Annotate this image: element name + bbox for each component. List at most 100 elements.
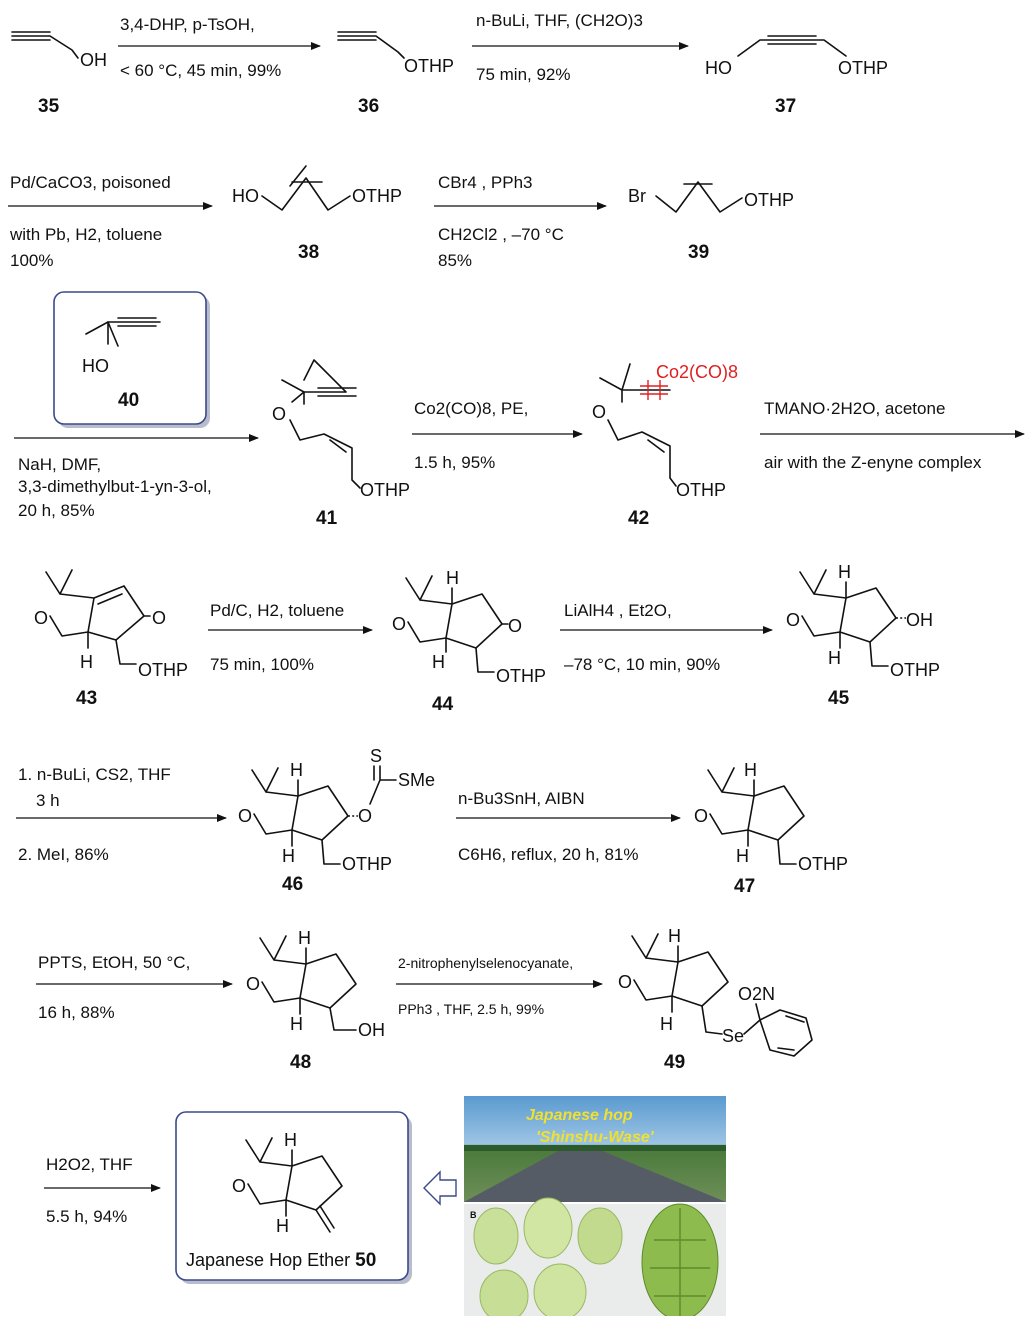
c44-o: O [392,614,406,634]
c38-number: 38 [298,242,319,263]
compound-46: H O O S SMe H OTHP 46 [238,746,435,895]
c48-h-top: H [298,928,311,948]
c46-o: O [238,806,252,826]
s6-below: 1.5 h, 95% [414,453,495,472]
compound-36: OTHP 36 [337,31,454,117]
c41-o: O [272,404,286,424]
c36-othp: OTHP [404,56,454,76]
s10-below: 2. MeI, 86% [18,845,109,864]
c50-caption: Japanese Hop Ether 50 [186,1250,376,1271]
c43-number: 43 [76,688,97,709]
compound-41: O OTHP 41 [272,359,410,529]
s11-above: n-Bu3SnH, AIBN [458,789,585,808]
c37-number: 37 [775,96,796,117]
c47-othp: OTHP [798,854,848,874]
c44-number: 44 [432,694,454,715]
c46-othp: OTHP [342,854,392,874]
c43-ketone: O [152,608,166,628]
c50-h-top: H [284,1130,297,1150]
s4-below2: 85% [438,251,472,270]
c49-h-top: H [668,926,681,946]
c50-h-bottom: H [276,1216,289,1236]
s11-below: C6H6, reflux, 20 h, 81% [458,845,638,864]
c43-othp: OTHP [138,660,188,680]
s8-above: Pd/C, H2, toluene [210,601,344,620]
compound-47: H O H OTHP 47 [694,760,848,897]
c50-number: 50 [355,1250,376,1271]
c44-othp: OTHP [496,666,546,686]
compound-43: O O H OTHP 43 [34,569,188,709]
c49-h-bottom: H [660,1014,673,1034]
s14-above: H2O2, THF [46,1155,133,1174]
s3-above: Pd/CaCO3, poisoned [10,173,171,192]
hop-field-photo: Japanese hop 'Shinshu-Wase' [464,1096,726,1202]
step-6: Co2(CO)8, PE, 1.5 h, 95% [412,399,583,472]
compound-38: HO OTHP 38 [232,165,402,263]
photo-panel-b: B [470,1210,477,1220]
s6-above: Co2(CO)8, PE, [414,399,528,418]
c37-othp: OTHP [838,58,888,78]
step-13: 2-nitrophenylselenocyanate, PPh3 , THF, … [396,955,603,1017]
step-4: CBr4 , PPh3 CH2Cl2 , –70 °C 85% [434,173,607,270]
c45-h-bottom: H [828,648,841,668]
c48-h-bottom: H [290,1014,303,1034]
c46-h-bottom: H [282,846,295,866]
step-14: H2O2, THF 5.5 h, 94% [44,1155,161,1226]
c48-number: 48 [290,1052,311,1073]
s12-above: PPTS, EtOH, 50 °C, [38,953,190,972]
c49-number: 49 [664,1052,685,1073]
s4-below1: CH2Cl2 , –70 °C [438,225,564,244]
s9-above: LiAlH4 , Et2O, [564,601,672,620]
compound-37: HO OTHP 37 [705,35,888,117]
c42-othp: OTHP [676,480,726,500]
c44-ketone: O [508,616,522,636]
s7-below: air with the Z-enyne complex [764,453,982,472]
step-7: TMANO·2H2O, acetone air with the Z-enyne… [760,399,1025,472]
c45-othp: OTHP [890,660,940,680]
c42-o: O [592,402,606,422]
hop-cones-photo: B [464,1197,726,1321]
photo-title1: Japanese hop [526,1107,633,1124]
c49-o: O [618,972,632,992]
c47-o: O [694,806,708,826]
s5-below1: NaH, DMF, [18,455,101,474]
c46-o2: O [358,806,372,826]
s13-below: PPh3 , THF, 2.5 h, 99% [398,1001,544,1017]
s10-above2: 3 h [36,791,60,810]
c47-h-top: H [744,760,757,780]
c45-h-top: H [838,562,851,582]
s12-below: 16 h, 88% [38,1003,115,1022]
compound-42: Co2(CO)8 O OTHP 42 [592,362,738,529]
s9-below: –78 °C, 10 min, 90% [564,655,720,674]
c41-number: 41 [316,508,338,529]
compound-44: H O O H OTHP 44 [392,568,546,715]
photo-title2: 'Shinshu-Wase' [536,1129,655,1146]
c43-h: H [80,652,93,672]
c36-number: 36 [358,96,379,117]
step-10: 1. n-BuLi, CS2, THF 3 h 2. MeI, 86% [16,765,227,864]
s1-below: < 60 °C, 45 min, 99% [120,61,281,80]
c46-sme: SMe [398,770,435,790]
c44-h-bottom: H [432,652,445,672]
s5-below3: 20 h, 85% [18,501,95,520]
c45-o: O [786,610,800,630]
c35-number: 35 [38,96,60,117]
c46-h-top: H [290,760,303,780]
hollow-arrow [423,1170,457,1206]
step-11: n-Bu3SnH, AIBN C6H6, reflux, 20 h, 81% [456,789,681,864]
c35-oh: OH [80,50,107,70]
s13-above: 2-nitrophenylselenocyanate, [398,955,573,971]
c47-number: 47 [734,876,755,897]
s5-below2: 3,3-dimethylbut-1-yn-3-ol, [18,477,212,496]
c38-othp: OTHP [352,186,402,206]
step-5: NaH, DMF, 3,3-dimethylbut-1-yn-3-ol, 20 … [14,434,259,520]
compound-48: H O H OH 48 [246,928,385,1073]
c46-s: S [370,746,382,766]
c42-cobalt: Co2(CO)8 [656,362,738,382]
s4-above: CBr4 , PPh3 [438,173,533,192]
step-3: Pd/CaCO3, poisoned with Pb, H2, toluene … [8,173,213,270]
compound-45: H O OH H OTHP 45 [786,562,940,709]
c42-number: 42 [628,508,649,529]
c41-othp: OTHP [360,480,410,500]
